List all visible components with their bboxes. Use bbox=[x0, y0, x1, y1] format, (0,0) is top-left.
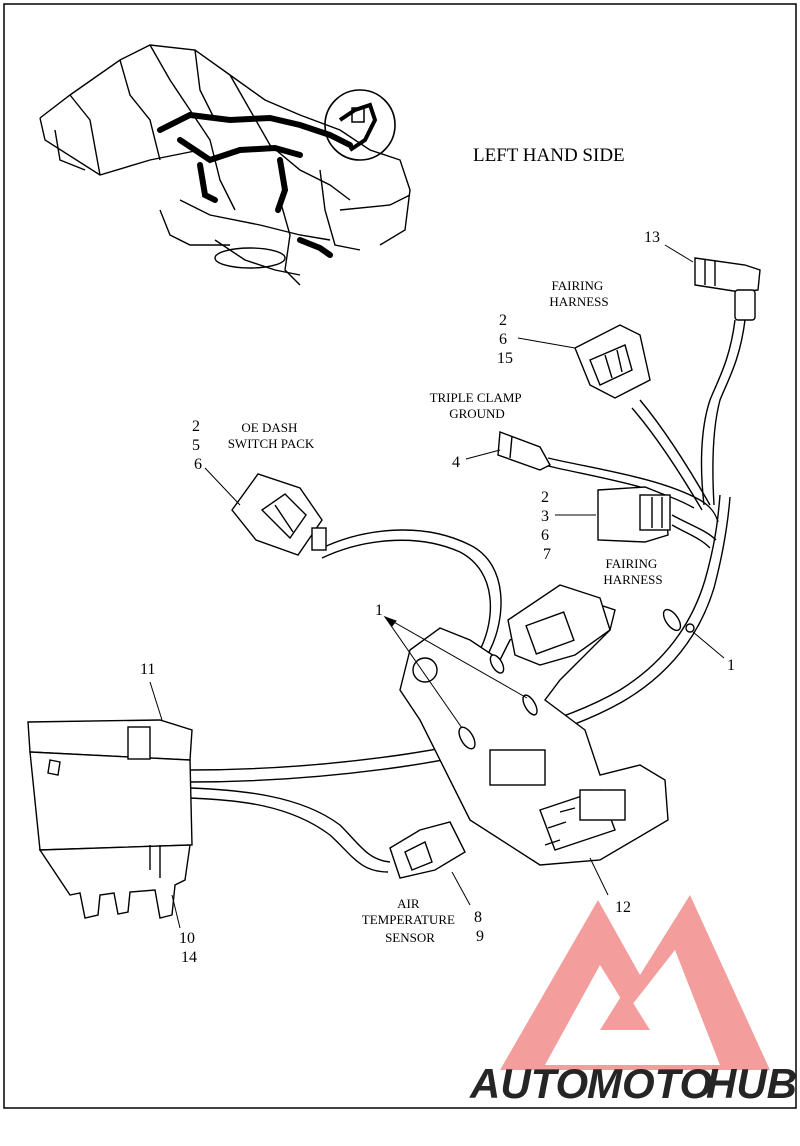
connector-13 bbox=[694, 257, 761, 321]
callout-sensor-refs: 8 9 bbox=[474, 909, 486, 945]
triple-clamp-ground-terminal bbox=[497, 431, 551, 471]
watermark-hub: HUB bbox=[706, 1060, 797, 1107]
cable-clips-left bbox=[458, 654, 538, 750]
frame-overview-illustration bbox=[39, 44, 411, 286]
label-fairing-harness-top: FAIRING HARNESS bbox=[549, 278, 608, 309]
callout-11: 11 bbox=[140, 661, 155, 678]
callout-1-right: 1 bbox=[727, 657, 735, 674]
watermark-auto: AUTO bbox=[469, 1060, 588, 1107]
callout-13: 13 bbox=[644, 229, 660, 246]
label-air-temperature-sensor: AIR TEMPERATURE SENSOR bbox=[362, 896, 458, 945]
callout-1-left: 1 bbox=[375, 602, 383, 619]
page-title: LEFT HAND SIDE bbox=[473, 145, 625, 166]
watermark-logo: AUTO MOTO HUB bbox=[469, 895, 797, 1107]
left-housing-component bbox=[27, 719, 193, 919]
callout-dash-refs: 2 5 6 bbox=[192, 418, 204, 473]
label-oe-dash-switch-pack: OE DASH SWITCH PACK bbox=[228, 420, 315, 451]
air-temperature-sensor-connector bbox=[389, 821, 466, 879]
watermark-triangle-core bbox=[600, 990, 650, 1030]
fairing-harness-connector-mid bbox=[597, 486, 671, 543]
frame-harness-highlight bbox=[157, 111, 353, 258]
watermark-moto: MOTO bbox=[587, 1060, 712, 1107]
callout-10-14: 10 14 bbox=[179, 930, 199, 966]
label-triple-clamp-ground: TRIPLE CLAMP GROUND bbox=[430, 390, 525, 421]
oe-dash-switch-pack-connector bbox=[231, 473, 327, 556]
leader-lines bbox=[149, 244, 725, 929]
callout-fairing-top-refs: 2 6 15 bbox=[497, 312, 513, 367]
cable-clip-right bbox=[662, 608, 695, 633]
callout-4: 4 bbox=[452, 454, 460, 471]
callout-12: 12 bbox=[615, 899, 631, 916]
fairing-harness-connector-top bbox=[574, 324, 651, 399]
page-border bbox=[3, 3, 797, 1109]
label-fairing-harness-mid: FAIRING HARNESS bbox=[603, 556, 662, 587]
bracket-12 bbox=[399, 584, 669, 866]
callout-fairing-mid-refs: 2 3 6 7 bbox=[541, 489, 553, 563]
detail-magnifier bbox=[324, 89, 396, 161]
